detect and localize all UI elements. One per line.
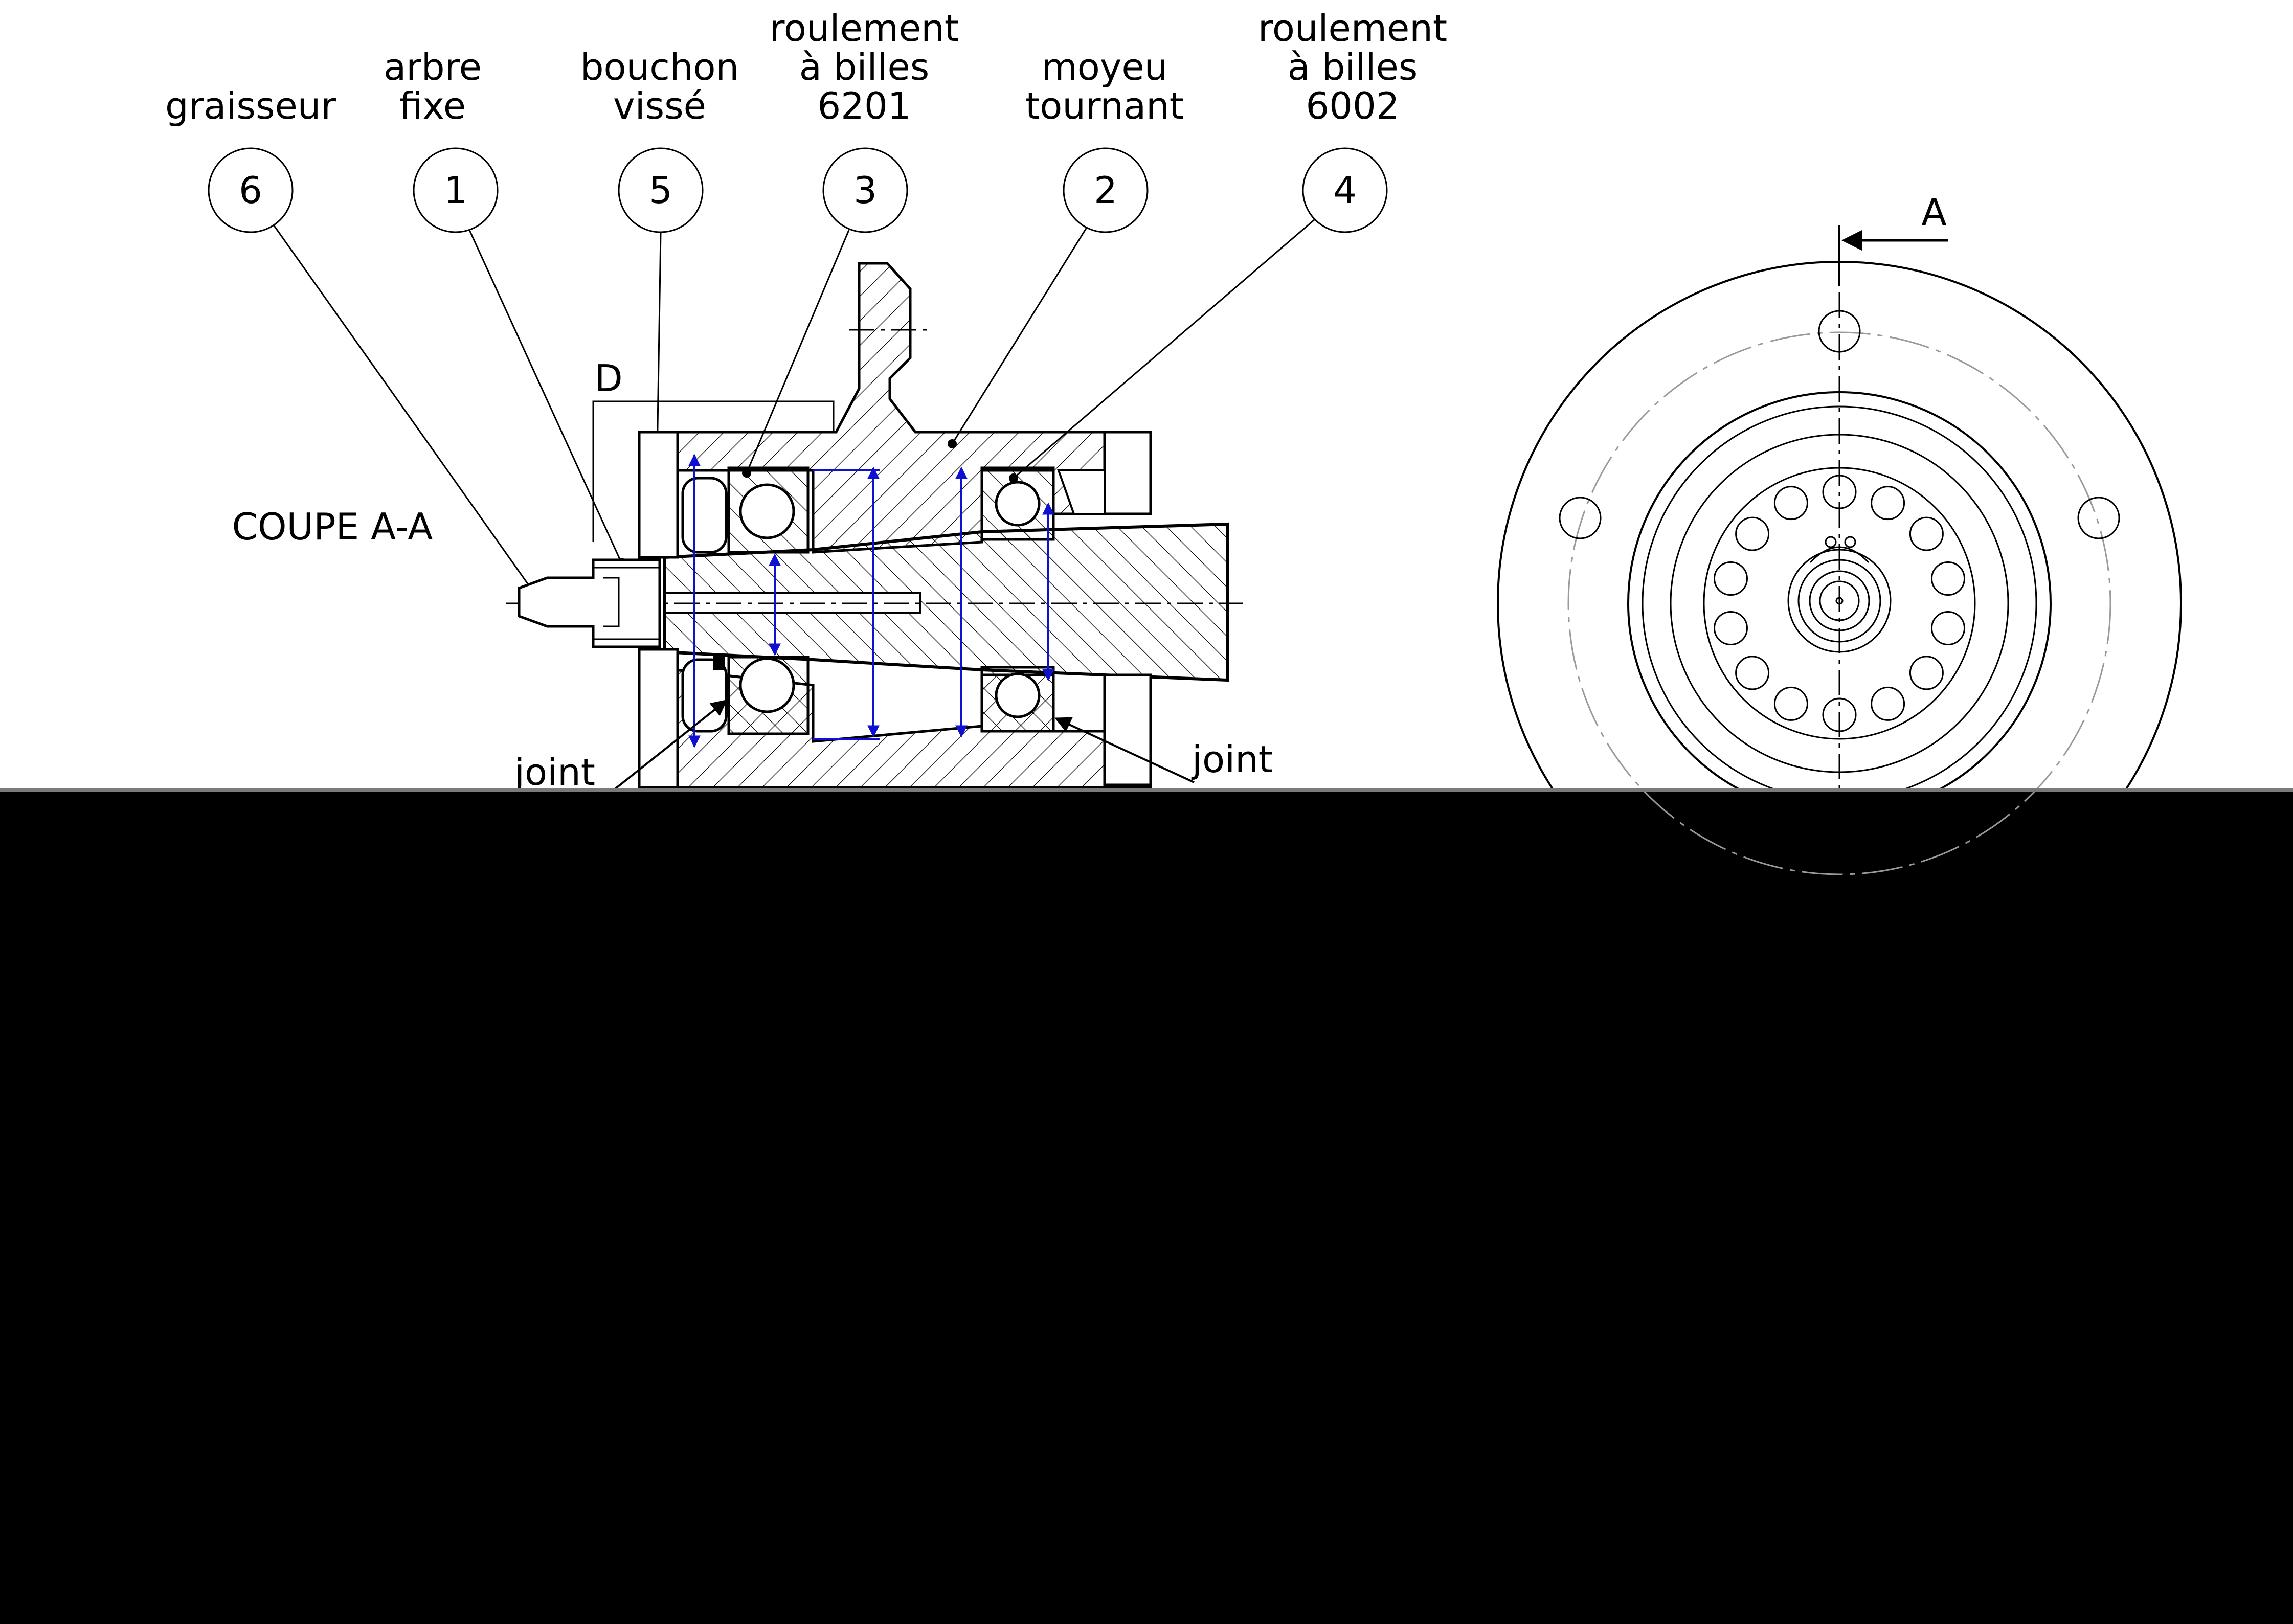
callout-5-label-line2: vissé (613, 84, 706, 127)
callout-2-label-line2: tournant (1025, 84, 1184, 127)
flange-hole-left (1559, 497, 1602, 539)
bearing-6002-lower (980, 666, 1055, 733)
callout-6-balloon (208, 147, 294, 233)
callout-1-label-line1: arbre (384, 46, 482, 88)
callout-4-label-line1: roulement (1258, 7, 1447, 50)
callout-3-number: 3 (853, 169, 877, 212)
callout-4-label-line2: à billes (1288, 46, 1418, 88)
grease-fitting (518, 558, 661, 648)
section-view: COUPE A-A D (232, 219, 1315, 794)
joint-left-label: joint (513, 751, 595, 794)
bearing-6201-lower (727, 656, 810, 735)
small-hole (1931, 611, 1965, 645)
joint-right: joint (1054, 717, 1273, 783)
end-view: A (1497, 191, 2182, 946)
masked-region (0, 790, 2293, 1624)
detail-frame-d: D (592, 357, 835, 542)
right-cap (1057, 431, 1152, 786)
detail-label: D (594, 357, 622, 400)
flange-hole-right (2077, 497, 2120, 539)
callout-6: graisseur 6 (165, 84, 336, 233)
callout-6-number: 6 (239, 169, 262, 212)
callout-3-label-line2: à billes (799, 46, 930, 88)
callout-2-balloon (1063, 147, 1149, 233)
callout-1: arbre fixe 1 (384, 46, 499, 233)
callout-3-label-line3: 6201 (817, 84, 911, 127)
callout-3: roulement à billes 6201 3 (770, 7, 959, 233)
bolt-circle (1567, 331, 2111, 875)
callout-6-label: graisseur (165, 84, 336, 127)
section-title: COUPE A-A (232, 505, 433, 548)
joint-right-label: joint (1191, 738, 1273, 781)
dimension-lines (688, 454, 1054, 748)
callout-1-balloon (413, 147, 499, 233)
callout-3-label-line1: roulement (770, 7, 959, 50)
section-arrow-a: A (1838, 191, 1948, 286)
callout-1-number: 1 (444, 169, 467, 212)
small-hole (1909, 516, 1944, 551)
callout-4-label-line3: 6002 (1306, 84, 1399, 127)
callout-2-number: 2 (1094, 169, 1117, 212)
bearing-6201-upper (727, 466, 810, 554)
joint-left: joint (513, 655, 728, 794)
callout-4-balloon (1302, 147, 1388, 233)
small-hole (1773, 486, 1808, 521)
small-hole (1735, 656, 1770, 690)
callout-3-balloon (822, 147, 908, 233)
small-hole (1773, 686, 1808, 721)
callout-2-label-line1: moyeu (1042, 46, 1168, 88)
section-arrow-label: A (1921, 191, 1946, 234)
hole-ring (1714, 475, 1965, 732)
small-hole (1931, 561, 1965, 596)
callout-4: roulement à billes 6002 2 4 (1258, 7, 1447, 233)
callout-2: moyeu tournant 2 (1025, 46, 1184, 233)
small-hole (1871, 486, 1905, 521)
small-hole (1909, 656, 1944, 690)
small-hole (1714, 561, 1748, 596)
callout-5-number: 5 (649, 169, 672, 212)
callout-5-balloon (618, 147, 704, 233)
small-hole (1871, 686, 1905, 721)
callout-5-label-line1: bouchon (580, 46, 739, 88)
callout-1-label-line2: fixe (399, 84, 466, 127)
callout-4-number-text: 4 (1333, 169, 1357, 212)
small-hole (1714, 611, 1748, 645)
small-hole (1735, 516, 1770, 551)
bearing-6002-upper (980, 466, 1055, 541)
callout-5: bouchon vissé 5 (580, 46, 739, 233)
